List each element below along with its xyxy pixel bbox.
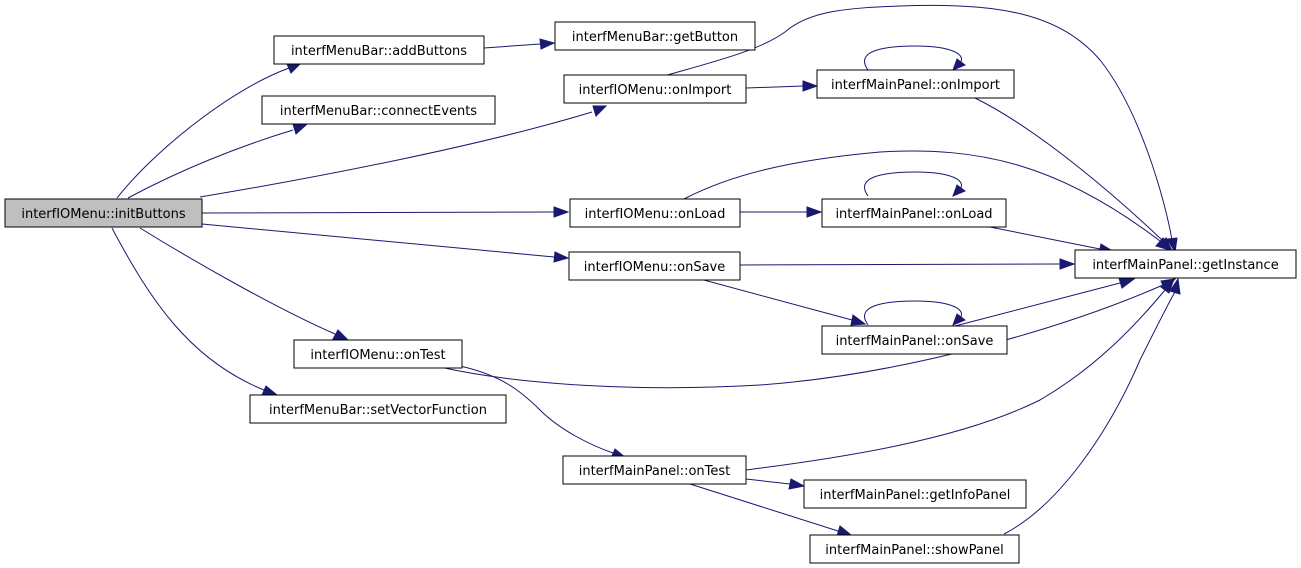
edge-init-buttons-to-connect-events	[127, 129, 294, 199]
edge-main-on-test-to-show-panel	[689, 483, 839, 532]
node-label: interfMainPanel::onTest	[579, 464, 731, 479]
edge-io-on-test-to-main-on-test	[459, 365, 614, 454]
edge-show-panel-to-get-instance	[1003, 291, 1176, 535]
arrowhead	[802, 80, 819, 92]
node-main-on-import[interactable]: interfMainPanel::onImport	[816, 69, 1015, 99]
arrowhead	[1160, 277, 1175, 294]
edge-io-on-save-to-get-instance	[739, 263, 1061, 266]
arrowhead	[553, 251, 570, 263]
edge-io-on-import-to-main-on-import	[745, 85, 804, 89]
node-main-on-load[interactable]: interfMainPanel::onLoad	[821, 198, 1007, 228]
arrowhead	[1155, 237, 1172, 251]
node-connect-events[interactable]: interfMenuBar::connectEvents	[261, 95, 496, 125]
arrowhead	[292, 123, 308, 135]
edge-init-buttons-to-io-on-import	[199, 111, 593, 198]
edge-main-on-import-to-get-instance	[974, 97, 1164, 242]
arrowhead	[539, 38, 556, 50]
node-get-info-panel[interactable]: interfMainPanel::getInfoPanel	[803, 479, 1027, 509]
arrowhead	[952, 313, 966, 326]
node-get-instance[interactable]: interfMainPanel::getInstance	[1074, 249, 1297, 279]
arrowhead	[952, 184, 966, 197]
nodes: interfIOMenu::initButtons interfMenuBar:…	[4, 21, 1297, 564]
edge-io-on-import-to-get-instance	[663, 4, 1173, 241]
node-label: interfMainPanel::getInfoPanel	[820, 488, 1011, 503]
edge-main-on-load-to-get-instance	[984, 225, 1101, 250]
node-label: interfIOMenu::onSave	[584, 260, 726, 275]
node-label: interfMenuBar::addButtons	[291, 44, 467, 59]
edge-main-on-import-self	[864, 45, 962, 71]
node-label: interfIOMenu::onImport	[579, 83, 732, 98]
node-main-on-test[interactable]: interfMainPanel::onTest	[562, 455, 747, 485]
edges	[111, 4, 1181, 537]
arrowhead	[1166, 237, 1178, 254]
arrowhead	[850, 314, 867, 326]
arrowhead	[553, 206, 570, 218]
node-io-on-test[interactable]: interfIOMenu::onTest	[293, 339, 463, 369]
edge-add-buttons-to-get-button	[483, 43, 541, 49]
node-set-vector-function[interactable]: interfMenuBar::setVectorFunction	[249, 394, 507, 424]
node-label: interfMainPanel::onImport	[831, 78, 1000, 93]
node-label: interfMenuBar::getButton	[572, 30, 738, 45]
arrowhead	[1118, 277, 1136, 289]
node-label: interfMenuBar::connectEvents	[280, 104, 477, 119]
node-io-on-import[interactable]: interfIOMenu::onImport	[563, 74, 747, 104]
node-init-buttons[interactable]: interfIOMenu::initButtons	[4, 198, 203, 228]
edge-io-on-save-to-main-on-save	[699, 278, 853, 321]
edge-main-on-load-self	[864, 171, 962, 197]
arrowhead	[1059, 258, 1076, 270]
arrowhead	[592, 105, 608, 117]
edge-main-on-save-to-get-instance	[954, 282, 1121, 327]
node-label: interfMainPanel::onSave	[836, 334, 994, 349]
node-label: interfIOMenu::onTest	[310, 348, 445, 363]
node-label: interfMenuBar::setVectorFunction	[269, 403, 487, 418]
node-io-on-save[interactable]: interfIOMenu::onSave	[568, 251, 741, 281]
edge-io-on-test-to-get-instance	[439, 284, 1164, 389]
edge-init-buttons-to-add-buttons	[116, 67, 290, 199]
node-io-on-load[interactable]: interfIOMenu::onLoad	[569, 198, 741, 228]
arrowhead	[1169, 277, 1181, 295]
arrowhead	[332, 329, 350, 341]
node-show-panel[interactable]: interfMainPanel::showPanel	[809, 534, 1020, 564]
edge-main-on-save-self	[864, 300, 962, 326]
arrowhead	[261, 385, 279, 396]
node-label: interfIOMenu::initButtons	[21, 207, 185, 222]
edge-init-buttons-to-io-on-test	[139, 227, 336, 335]
arrowhead	[806, 206, 823, 218]
node-label: interfMainPanel::getInstance	[1092, 258, 1278, 273]
edge-init-buttons-to-set-vector-function	[111, 227, 265, 391]
edge-init-buttons-to-io-on-load	[201, 211, 555, 214]
node-main-on-save[interactable]: interfMainPanel::onSave	[821, 325, 1008, 355]
edge-main-on-test-to-get-info-panel	[745, 478, 791, 485]
arrowhead	[788, 478, 806, 490]
node-label: interfMainPanel::onLoad	[835, 207, 992, 222]
edge-io-on-load-to-get-instance	[683, 150, 1161, 242]
edge-init-buttons-to-io-on-save	[201, 223, 555, 258]
node-label: interfMainPanel::showPanel	[825, 543, 1003, 558]
node-get-button[interactable]: interfMenuBar::getButton	[554, 21, 756, 51]
edge-main-on-test-to-get-instance	[745, 289, 1166, 471]
node-add-buttons[interactable]: interfMenuBar::addButtons	[273, 35, 485, 65]
node-label: interfIOMenu::onLoad	[585, 207, 726, 222]
arrowhead	[952, 58, 966, 71]
